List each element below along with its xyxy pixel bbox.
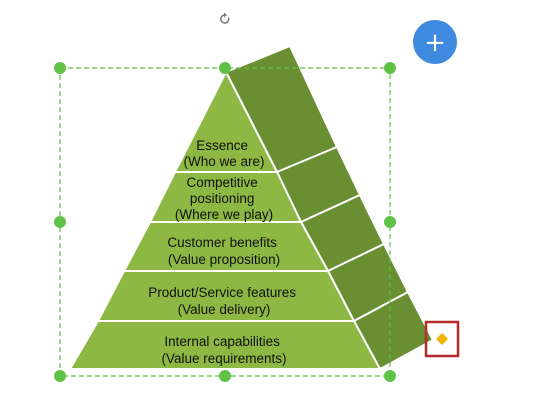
layer-2-line-2: positioning xyxy=(190,191,255,206)
rotate-icon[interactable] xyxy=(220,12,230,24)
layer-label-2: Competitive positioning (Where we play) xyxy=(175,175,273,222)
layer-3-line-2: (Value proposition) xyxy=(168,252,280,267)
handle-middle-left[interactable] xyxy=(54,216,66,228)
layer-5-line-1: Internal capabilities xyxy=(164,334,280,349)
layer-4-line-2: (Value delivery) xyxy=(178,302,271,317)
adjust-handle-highlight xyxy=(424,320,460,358)
handle-bottom-left[interactable] xyxy=(54,370,66,382)
handle-bottom-center[interactable] xyxy=(219,370,231,382)
layer-2-line-3: (Where we play) xyxy=(175,207,273,222)
layer-4-line-1: Product/Service features xyxy=(148,285,296,300)
handle-top-center[interactable] xyxy=(219,62,231,74)
layer-label-1: Essence (Who we are) xyxy=(183,138,264,169)
layer-label-4: Product/Service features (Value delivery… xyxy=(148,285,300,317)
layer-1-line-2: (Who we are) xyxy=(183,154,264,169)
layer-label-5: Internal capabilities (Value requirement… xyxy=(161,334,286,366)
layer-label-3: Customer benefits (Value proposition) xyxy=(167,235,280,267)
handle-top-left[interactable] xyxy=(54,62,66,74)
pyramid-labels: Essence (Who we are) Competitive positio… xyxy=(148,138,300,366)
resize-handles xyxy=(54,62,396,382)
add-button[interactable]: + xyxy=(413,20,457,64)
pyramid-layer-5[interactable] xyxy=(68,320,382,370)
diamond-handle-icon[interactable] xyxy=(436,333,448,345)
handle-top-right[interactable] xyxy=(384,62,396,74)
handle-bottom-right[interactable] xyxy=(384,370,396,382)
pyramid-front-face xyxy=(68,69,382,370)
handle-middle-right[interactable] xyxy=(384,216,396,228)
layer-5-line-2: (Value requirements) xyxy=(161,351,286,366)
layer-2-line-1: Competitive xyxy=(186,175,257,190)
plus-icon: + xyxy=(424,28,446,58)
layer-3-line-1: Customer benefits xyxy=(167,235,277,250)
layer-1-line-1: Essence xyxy=(196,138,248,153)
